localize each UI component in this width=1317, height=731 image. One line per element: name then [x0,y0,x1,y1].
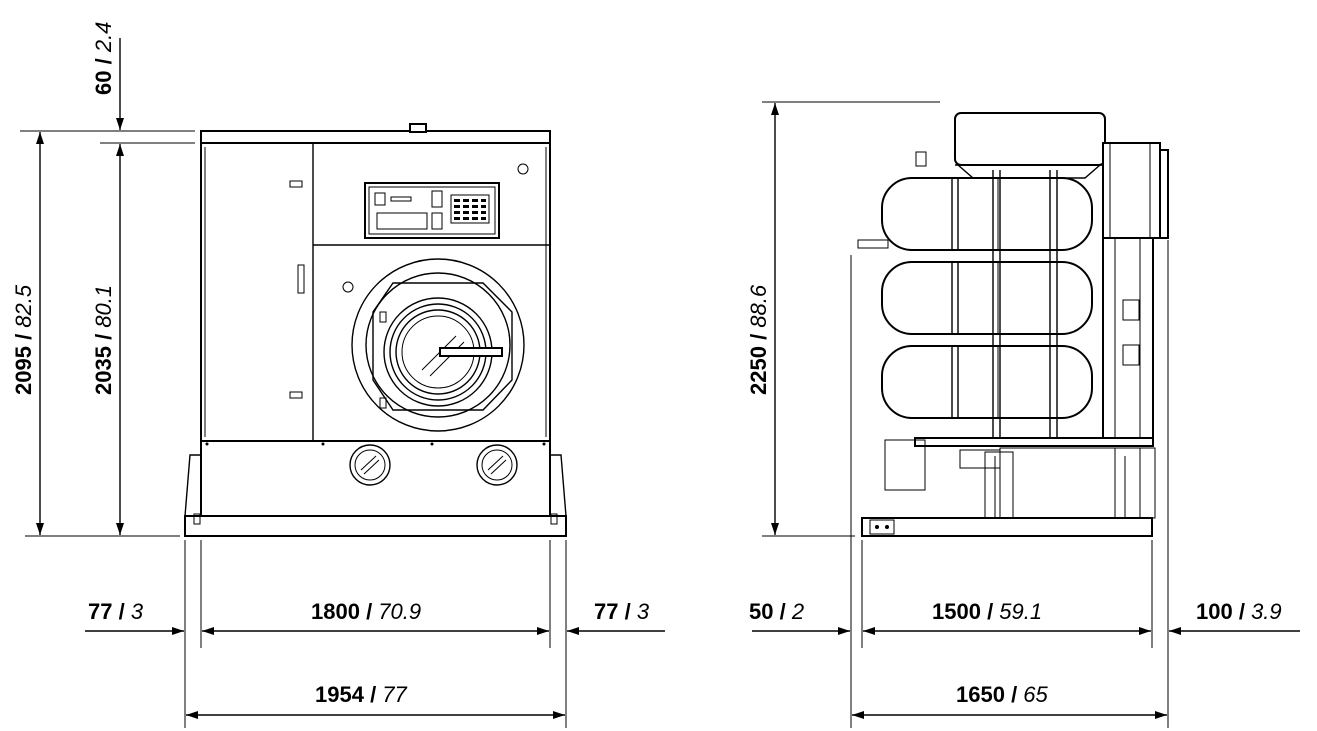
side-overall-height-label: 2250 / 88.6 [746,284,771,395]
control-panel [364,182,500,239]
front-body-height-label: 2035 / 80.1 [91,285,116,395]
loading-door [342,258,525,432]
side-overall-depth-label: 1650 / 65 [956,682,1049,707]
front-body-width-label: 1800 / 70.9 [311,599,421,624]
front-dimension-lines [20,38,665,728]
solvent-tank [881,345,1093,419]
front-view-machine [184,123,567,537]
base-frame [184,440,567,537]
handle-icon [297,264,305,294]
front-right-margin-label: 77 / 3 [594,599,650,624]
side-body-depth-label: 1500 / 59.1 [932,599,1042,624]
front-left-margin-label: 77 / 3 [88,599,144,624]
side-left-margin-label: 50 / 2 [749,599,804,624]
hinge-icon [289,180,303,188]
indicator-icon [517,163,529,175]
front-overall-width-label: 1954 / 77 [315,682,408,707]
front-top-clearance-label: 60 / 2.4 [91,22,116,95]
solvent-tank [881,261,1093,335]
solvent-tank [881,177,1093,251]
side-right-margin-label: 100 / 3.9 [1196,599,1282,624]
side-view-machine [857,112,1169,537]
side-dimension-lines [752,101,1300,728]
hinge-icon [289,391,303,399]
front-overall-height-label: 2095 / 82.5 [11,284,36,395]
